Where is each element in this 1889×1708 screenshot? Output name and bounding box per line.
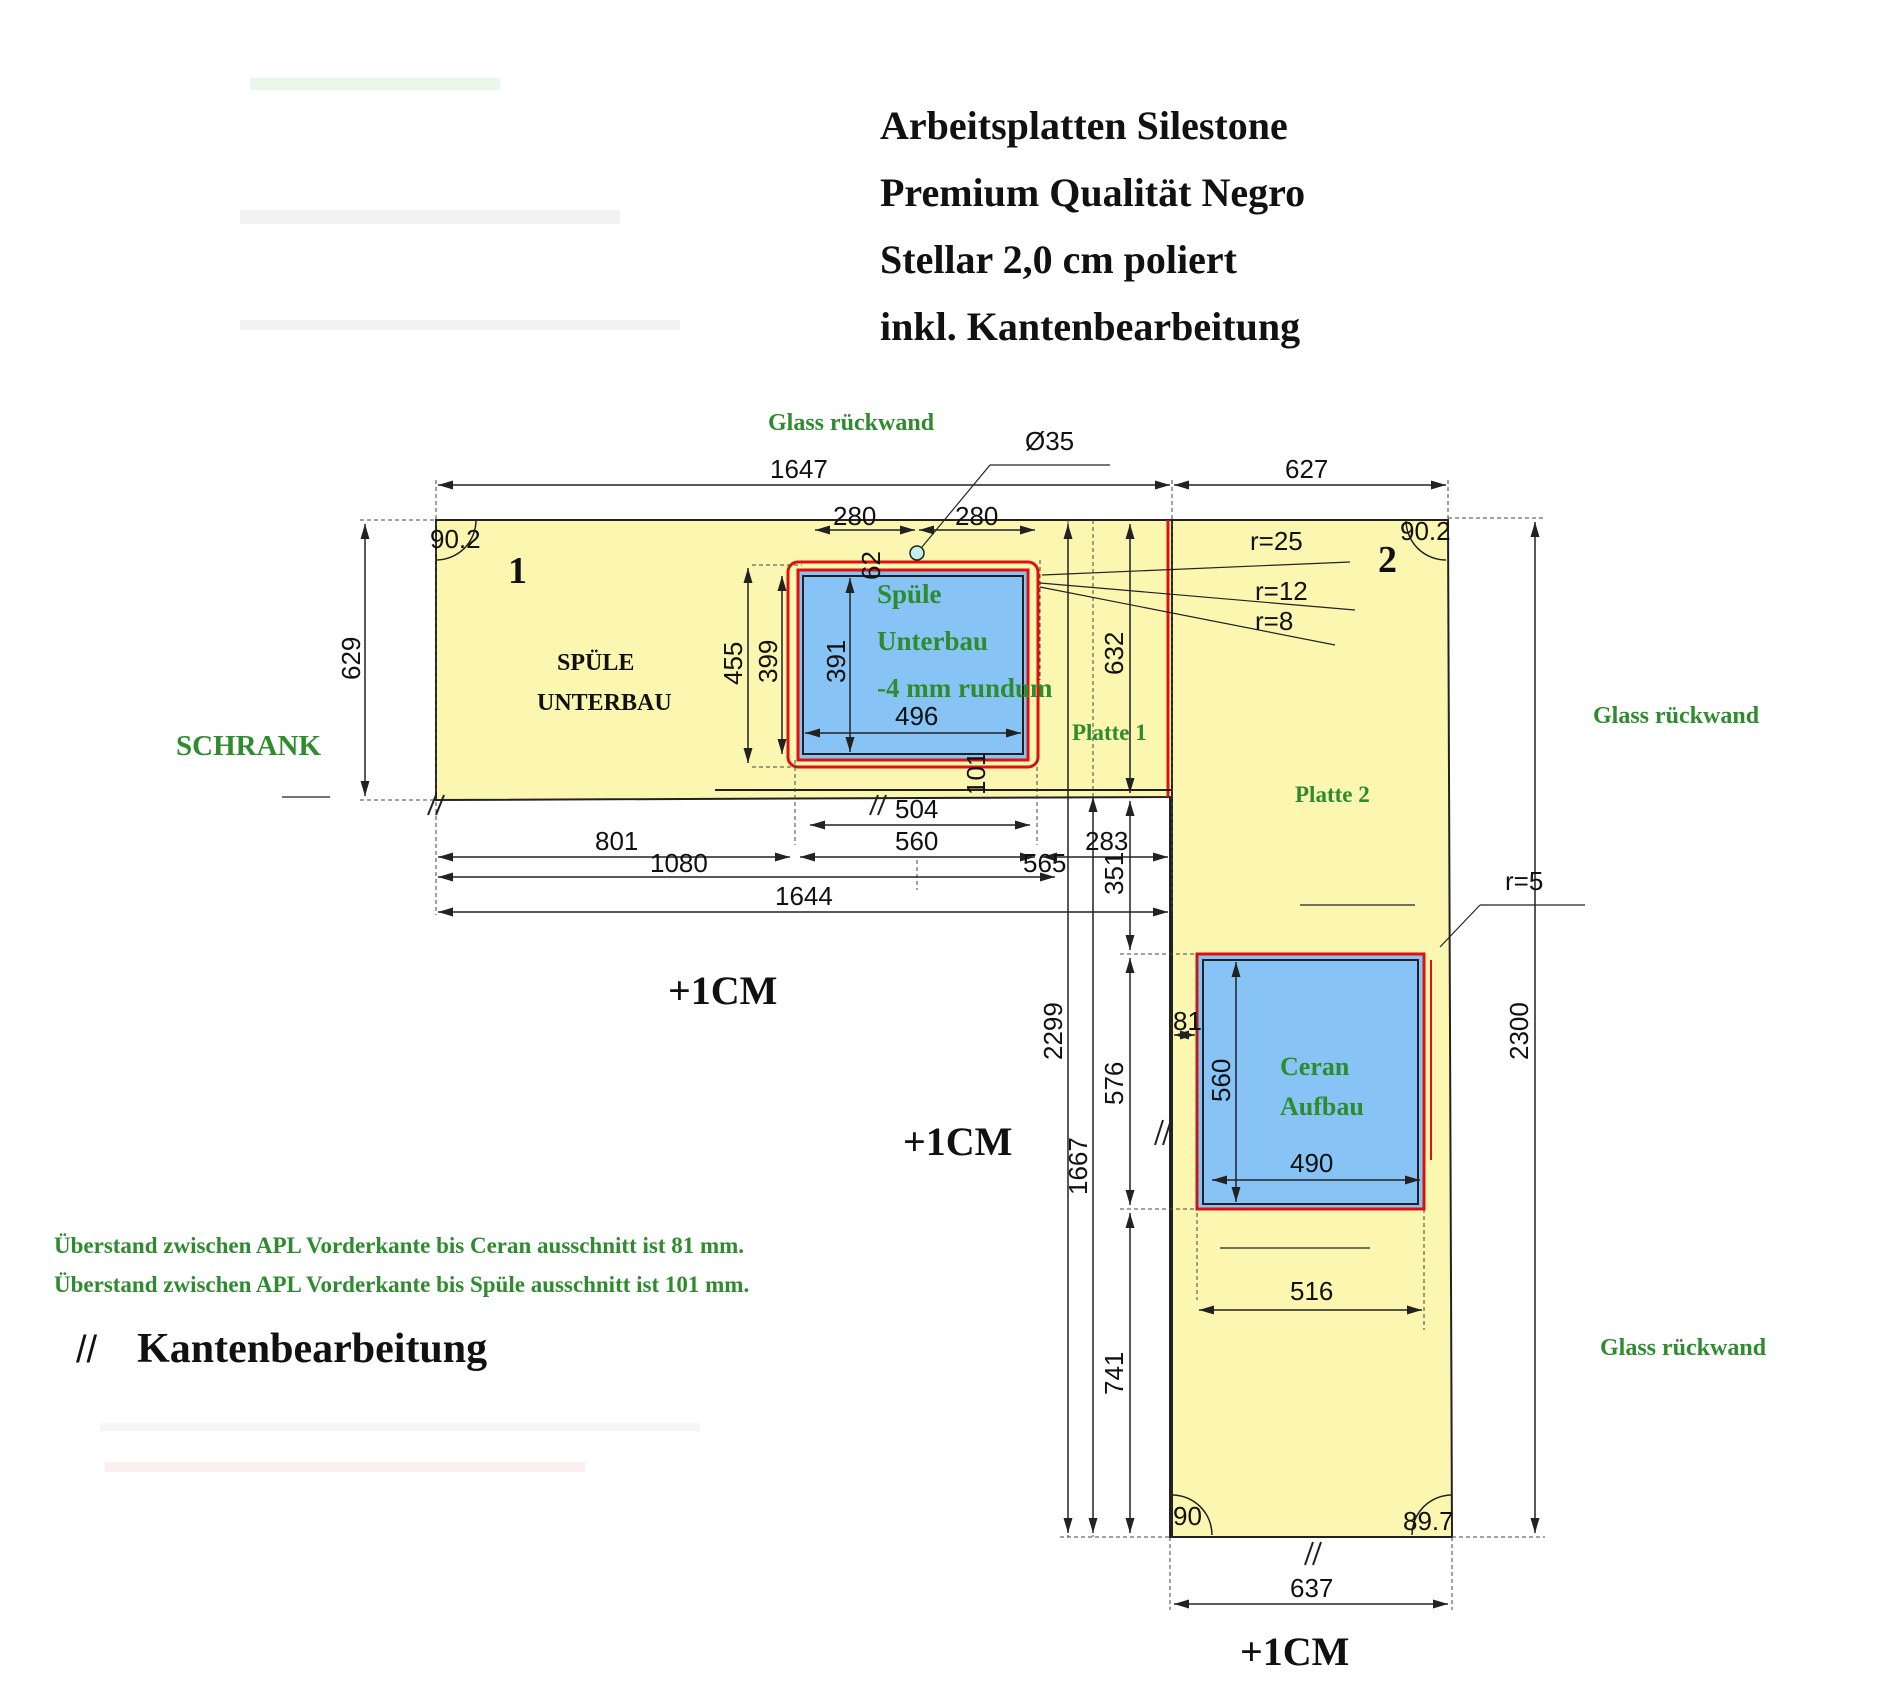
label-sink-line1: Spüle <box>877 579 942 609</box>
label-spuele-unterbau-line1: SPÜLE <box>557 650 634 676</box>
title-line-3: Stellar 2,0 cm poliert <box>880 237 1237 282</box>
dim-w-490: 490 <box>1290 1148 1333 1178</box>
dim-h-560: 560 <box>1206 1059 1236 1102</box>
label-plate-1-number: 1 <box>508 550 527 592</box>
dim-angle-tl: 90.2 <box>430 524 481 554</box>
erased-footer-remnant <box>100 1418 700 1478</box>
dim-r12: r=12 <box>1255 576 1308 606</box>
dim-w-1080: 1080 <box>650 848 708 878</box>
erased-header-remnant <box>240 70 740 340</box>
dim-h-101: 101 <box>961 752 991 795</box>
label-glass-right-upper: Glass rückwand <box>1593 703 1760 729</box>
label-ceran-line1: Ceran <box>1280 1052 1350 1081</box>
title-line-4: inkl. Kantenbearbeitung <box>880 304 1301 349</box>
dim-h-632: 632 <box>1099 632 1129 675</box>
label-plus-1cm-middle: +1CM <box>903 1119 1012 1164</box>
legend-symbol: // <box>76 1329 98 1371</box>
label-sink-line3: -4 mm rundum <box>877 673 1053 703</box>
dim-w-565: 565 <box>1023 848 1066 878</box>
dim-r25: r=25 <box>1250 526 1303 556</box>
label-ceran-line2: Aufbau <box>1280 1092 1364 1121</box>
legend-text: Kantenbearbeitung <box>137 1326 488 1372</box>
legend-edge-processing: // Kantenbearbeitung <box>76 1325 487 1373</box>
sink-cutout <box>796 568 1030 762</box>
dim-angle-tr: 90.2 <box>1400 516 1451 546</box>
dim-w-496: 496 <box>895 701 938 731</box>
dim-top-627: 627 <box>1285 454 1328 484</box>
tap-hole <box>909 545 925 561</box>
note-sink-overhang: Überstand zwischen APL Vorderkante bis S… <box>54 1272 750 1297</box>
dim-w-801: 801 <box>595 826 638 856</box>
dim-sink-offset-left: 280 <box>833 501 876 531</box>
label-glass-top: Glass rückwand <box>768 410 935 436</box>
title-line-1: Arbeitsplatten Silestone <box>880 103 1288 148</box>
label-plus-1cm-bottom: +1CM <box>1240 1629 1349 1674</box>
dim-angle-br: 89.7 <box>1403 1506 1454 1536</box>
dim-h-391: 391 <box>821 640 851 683</box>
sink-outline-outer <box>786 560 1040 769</box>
dim-h-741: 741 <box>1099 1352 1129 1395</box>
dim-depth-629: 629 <box>336 637 366 680</box>
dim-h-455: 455 <box>718 642 748 685</box>
dim-h-399: 399 <box>753 640 783 683</box>
label-plate-2-number: 2 <box>1378 539 1397 581</box>
dim-w-560: 560 <box>895 826 938 856</box>
title-line-2: Premium Qualität Negro <box>880 170 1306 215</box>
dim-h-2300: 2300 <box>1504 1002 1534 1060</box>
note-ceran-overhang: Überstand zwischen APL Vorderkante bis C… <box>54 1233 745 1258</box>
dim-h-576: 576 <box>1099 1062 1129 1105</box>
dim-angle-bl: 90 <box>1173 1501 1202 1531</box>
label-glass-right-lower: Glass rückwand <box>1600 1335 1767 1361</box>
label-spuele-unterbau-line2: UNTERBAU <box>537 690 672 716</box>
dim-w-1644: 1644 <box>775 881 833 911</box>
dim-h-81: 81 <box>1173 1006 1202 1036</box>
dim-sink-offset-right: 280 <box>955 501 998 531</box>
dim-h-62: 62 <box>856 551 886 580</box>
label-sink-line2: Unterbau <box>877 626 988 656</box>
dim-w-504: 504 <box>895 794 938 824</box>
dim-h-1667: 1667 <box>1063 1137 1093 1195</box>
dim-w-283: 283 <box>1085 826 1128 856</box>
dim-hole: Ø35 <box>1025 426 1074 456</box>
label-platte-2: Platte 2 <box>1295 782 1370 807</box>
dim-top-1647: 1647 <box>770 454 828 484</box>
dim-w-516: 516 <box>1290 1276 1333 1306</box>
dim-r8: r=8 <box>1255 606 1293 636</box>
label-platte-1: Platte 1 <box>1072 720 1147 745</box>
dim-w-637: 637 <box>1290 1573 1333 1603</box>
dim-h-2299: 2299 <box>1038 1002 1068 1060</box>
label-plus-1cm-left: +1CM <box>668 968 777 1013</box>
dim-r5: r=5 <box>1505 866 1543 896</box>
label-schrank: SCHRANK <box>176 730 321 762</box>
dim-h-351: 351 <box>1099 852 1129 895</box>
